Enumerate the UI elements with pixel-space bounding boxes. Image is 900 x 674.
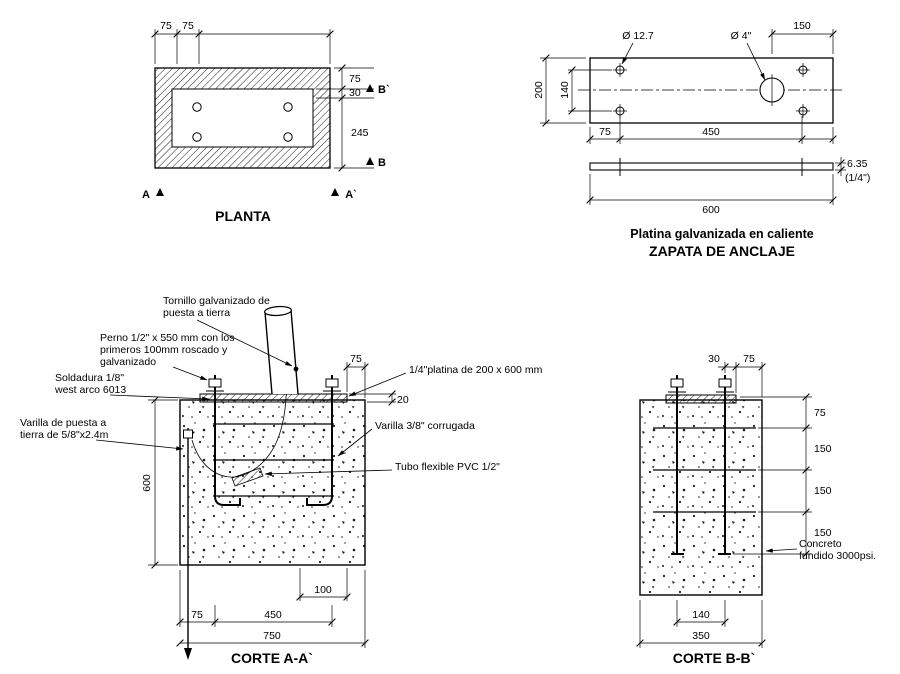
planta-view: 75 75 75 30 245 B` B A A` PLANTA xyxy=(142,20,390,224)
anchor-hole xyxy=(283,102,293,112)
planta-section-markers: B` B A A` xyxy=(142,84,390,201)
zapata-plate-side: 6.35 (1/4") 600 xyxy=(586,157,870,216)
section-label-a2: A` xyxy=(345,189,357,201)
pvc-tube xyxy=(231,467,264,487)
planta-title: PLANTA xyxy=(215,208,271,224)
planta-dim-top: 75 75 xyxy=(151,20,334,64)
corte-a-ground-rod xyxy=(183,428,193,660)
corte-a-dim-75-bottom: 75 xyxy=(191,609,203,621)
corte-b-dim-140: 140 xyxy=(692,609,710,621)
label-tubo-pvc: Tubo flexible PVC 1/2" xyxy=(395,461,500,473)
zapata-view: 150 Ø 12.7 Ø 4" 200 140 75 450 xyxy=(533,20,870,259)
anchor-hole xyxy=(192,132,202,142)
section-label-b2: B` xyxy=(378,84,390,96)
corte-a-baseplate xyxy=(199,393,348,403)
corte-b-dim-150a: 150 xyxy=(814,443,832,455)
zapata-dims: 150 Ø 12.7 Ø 4" 200 140 75 450 xyxy=(533,20,837,144)
corte-b-rebar xyxy=(653,427,756,513)
zapata-plate-plan xyxy=(578,57,845,124)
zapata-dim-150: 150 xyxy=(793,20,811,32)
zapata-subtitle: Platina galvanizada en caliente xyxy=(630,227,813,241)
label-varilla-corrugada: Varilla 3/8" corrugada xyxy=(375,420,475,432)
corte-a-foundation xyxy=(179,399,366,566)
plate-thickness-mm: 6.35 xyxy=(847,158,868,170)
planta-dim-right-75: 75 xyxy=(349,73,361,85)
ground-clamp xyxy=(183,429,193,439)
corte-b-foundation xyxy=(639,399,763,596)
corte-b-dim-350: 350 xyxy=(692,630,710,642)
corte-a-dims: 75 20 600 100 75 450 750 xyxy=(141,353,409,648)
label-varilla-tierra-line2: tierra de 5/8"x2.4m xyxy=(20,429,109,441)
zapata-dim-75: 75 xyxy=(599,126,611,138)
nut xyxy=(718,378,732,388)
section-label-a: A xyxy=(142,189,150,201)
anchor-hole xyxy=(283,132,293,142)
corte-b-title: CORTE B-B` xyxy=(673,650,755,666)
section-marker-b2-icon xyxy=(366,84,374,92)
planta-dim-right: 75 30 245 xyxy=(316,64,374,172)
zapata-dim-200: 200 xyxy=(533,81,545,99)
corte-b-view: 30 75 75 150 150 150 140 350 Concreto fu… xyxy=(636,353,876,666)
anchor-hole xyxy=(192,102,202,112)
corte-a-labels: Tornillo galvanizado de puesta a tierra … xyxy=(20,295,543,473)
corte-b-dims: 30 75 75 150 150 150 140 350 xyxy=(636,353,832,648)
label-platina: 1/4"platina de 200 x 600 mm xyxy=(409,364,543,376)
corte-a-dim-20: 20 xyxy=(397,394,409,406)
corte-a-dim-100: 100 xyxy=(314,584,332,596)
planta-dim-right-30: 30 xyxy=(349,87,361,99)
label-perno-line3: galvanizado xyxy=(100,356,156,368)
corte-b-dim-150b: 150 xyxy=(814,485,832,497)
zapata-dim-140: 140 xyxy=(559,81,571,99)
label-perno-line2: primeros 100mm roscado y xyxy=(100,344,228,356)
section-marker-a-icon xyxy=(156,188,164,196)
corte-b-anchor-bolts xyxy=(668,375,734,555)
label-tornillo-line1: Tornillo galvanizado de xyxy=(163,295,270,307)
nut xyxy=(670,378,684,388)
corte-a-dim-600: 600 xyxy=(141,474,153,492)
section-label-b: B xyxy=(378,157,386,169)
corte-a-post xyxy=(264,305,299,395)
corte-a-title: CORTE A-A` xyxy=(231,650,313,666)
zapata-title: ZAPATA DE ANCLAJE xyxy=(649,243,795,259)
pole-hole-diameter-label: Ø 4" xyxy=(731,30,752,42)
planta-footing-outline xyxy=(154,67,331,169)
corte-a-dim-450: 450 xyxy=(264,609,282,621)
corte-a-view: 75 20 600 100 75 450 750 xyxy=(20,295,543,666)
label-perno-line1: Perno 1/2" x 550 mm con los xyxy=(100,332,234,344)
hole-diameter-label: Ø 12.7 xyxy=(622,30,654,42)
corte-a-leaders xyxy=(95,319,407,476)
corte-b-baseplate xyxy=(665,394,737,404)
corte-a-dim-750: 750 xyxy=(263,630,281,642)
label-concreto-line2: fundido 3000psi. xyxy=(799,550,876,562)
label-varilla-tierra-line1: Varilla de puesta a xyxy=(20,417,106,429)
section-marker-b-icon xyxy=(366,157,374,165)
label-concreto-line1: Concreto xyxy=(799,538,842,550)
label-soldadura-line2: west arco 6013 xyxy=(54,384,126,396)
planta-dim-top-75a: 75 xyxy=(160,20,172,32)
plate-thickness-in: (1/4") xyxy=(845,172,870,184)
zapata-dim-450: 450 xyxy=(702,126,720,138)
planta-dim-top-75b: 75 xyxy=(182,20,194,32)
grounding-screw xyxy=(293,366,299,372)
label-tornillo-line2: puesta a tierra xyxy=(163,307,230,319)
corte-b-labels: Concreto fundido 3000psi. xyxy=(765,538,876,562)
rod-tip xyxy=(184,648,192,660)
corte-b-dim-150c: 150 xyxy=(814,527,832,539)
corte-a-bolt-nuts xyxy=(206,378,341,392)
zapata-dim-600: 600 xyxy=(702,204,720,216)
corte-b-dim-75-right: 75 xyxy=(814,407,826,419)
corte-a-dim-75-top: 75 xyxy=(350,353,362,365)
label-soldadura-line1: Soldadura 1/8" xyxy=(55,372,124,384)
corte-a-rebar xyxy=(213,423,334,497)
corte-b-dim-30: 30 xyxy=(708,353,720,365)
planta-dim-right-245: 245 xyxy=(351,127,369,139)
section-marker-a2-icon xyxy=(331,188,339,196)
nut xyxy=(325,378,339,388)
corte-b-dim-75-top: 75 xyxy=(743,353,755,365)
nut xyxy=(208,378,222,388)
